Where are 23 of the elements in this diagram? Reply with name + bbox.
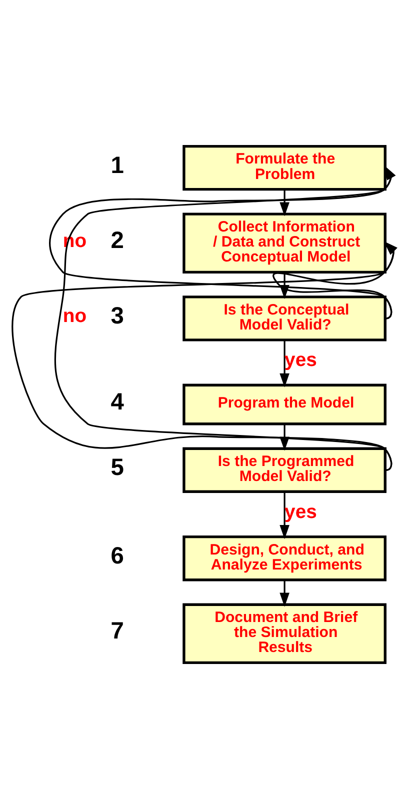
node-box: Collect Information / Data and Construct Conceptual Model	[182, 212, 386, 274]
arrow	[280, 340, 290, 388]
arrow	[280, 580, 290, 607]
arrow	[280, 190, 290, 216]
node-box: Is the Conceptual Model Valid?	[182, 296, 386, 342]
node-label: 5	[110, 455, 124, 482]
arrow	[49, 166, 396, 320]
node-label: 2	[110, 228, 124, 254]
node-box: Formulate the Problem	[182, 144, 386, 191]
node-label: 4	[110, 389, 124, 416]
arrow	[280, 424, 290, 451]
arrow	[280, 492, 290, 540]
node-label: 7	[110, 618, 124, 645]
node-label: 3	[110, 303, 124, 330]
node-box: Design, Conduct, and Analyze Experiments	[182, 535, 386, 582]
arrow	[12, 241, 398, 471]
node-box: Is the Programmed Model Valid?	[182, 447, 386, 493]
node-box: Program the Model	[182, 384, 386, 426]
node-label: 6	[110, 543, 124, 570]
arrow	[273, 241, 398, 320]
node-box: Document and Brief the Simulation Results	[182, 603, 386, 664]
edge-label: no	[62, 305, 87, 328]
node-label: 1	[110, 152, 124, 179]
